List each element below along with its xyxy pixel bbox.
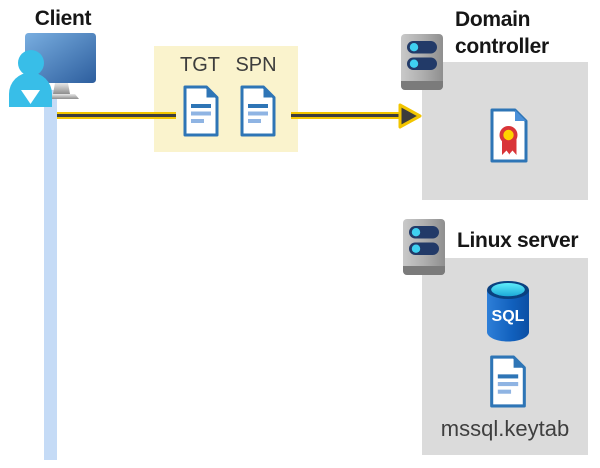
linux-server-icon	[403, 219, 445, 275]
sql-icon-label: SQL	[492, 308, 525, 325]
spn-label: SPN	[235, 54, 277, 76]
auth-arrow-line-right	[291, 112, 401, 119]
domain-controller-box	[422, 62, 588, 200]
auth-arrow-line-left	[57, 112, 176, 119]
domain-controller-label: Domain controller	[455, 8, 549, 58]
auth-arrow-head-icon	[398, 103, 422, 129]
monitor-icon	[25, 33, 96, 83]
keytab-document-icon	[490, 355, 526, 408]
client-workstation-icon	[9, 33, 96, 107]
linux-server-label: Linux server	[457, 229, 579, 252]
linux-server-box: SQL mssql.keytab	[422, 258, 588, 455]
tgt-label: TGT	[180, 54, 220, 76]
ticket-box: TGT SPN	[154, 46, 298, 152]
client-connection-line	[44, 90, 57, 460]
certificate-icon	[490, 108, 528, 163]
tgt-document-icon	[183, 85, 219, 137]
domain-controller-server-icon	[401, 34, 443, 90]
client-label: Client	[34, 7, 92, 30]
sql-database-icon: SQL	[487, 281, 529, 342]
person-icon	[9, 50, 52, 107]
keytab-filename-label: mssql.keytab	[440, 416, 570, 441]
spn-document-icon	[240, 85, 276, 137]
